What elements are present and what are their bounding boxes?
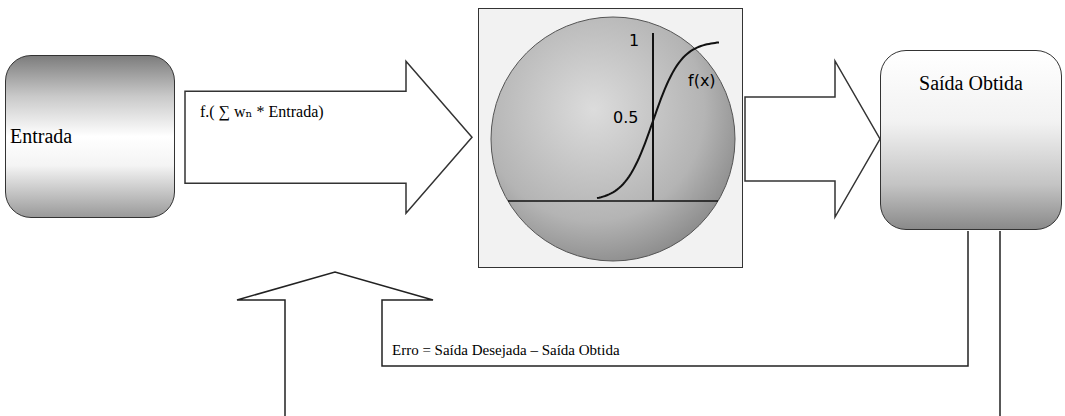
plot-circle [491,17,735,261]
edge-label: f.( ∑ wₙ * Entrada) [198,102,326,121]
sigmoid-node: 1 0.5 f(x) [478,8,743,268]
feedback-label: Erro = Saída Desejada – Saída Obtida [390,342,622,359]
block-arrow [745,61,880,217]
node-text: Entrada [6,125,72,148]
sigmoid-illustration [479,9,744,269]
block-arrow [185,61,472,213]
node-text: Saída Obtida [916,67,1026,99]
node-text: 0.5 [613,108,638,127]
node-text: f(x) [688,71,716,90]
input-box: Entrada [5,55,175,218]
node-text: 1 [629,31,639,50]
x-axis [508,200,718,202]
output-box: Saída Obtida [880,50,1062,230]
sigmoid-curve [597,42,719,198]
